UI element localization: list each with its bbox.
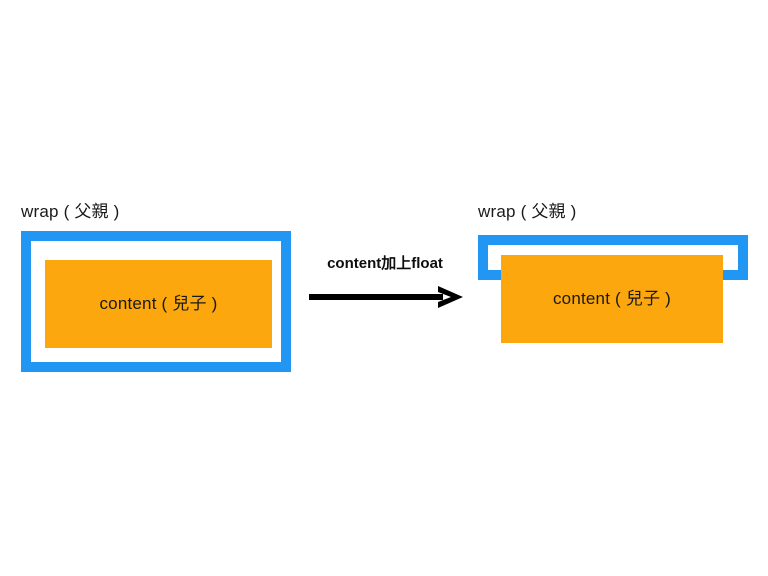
transition-label: content加上float: [327, 255, 443, 272]
wrap-label-right: wrap ( 父親 ): [478, 202, 577, 221]
transition-group: content加上float: [305, 252, 465, 312]
figure-floated-collapsed: wrap ( 父親 ) content ( 兒子 ): [478, 202, 748, 343]
content-box-floated: content ( 兒子 ): [501, 255, 723, 343]
content-label-left: content ( 兒子 ): [99, 294, 218, 313]
arrow-right-icon: [309, 286, 463, 308]
wrap-label-left: wrap ( 父親 ): [21, 202, 120, 221]
content-box-normal: content ( 兒子 ): [45, 260, 272, 348]
content-label-right: content ( 兒子 ): [552, 289, 672, 308]
figure-normal-flow: wrap ( 父親 ) content ( 兒子 ): [0, 0, 330, 400]
